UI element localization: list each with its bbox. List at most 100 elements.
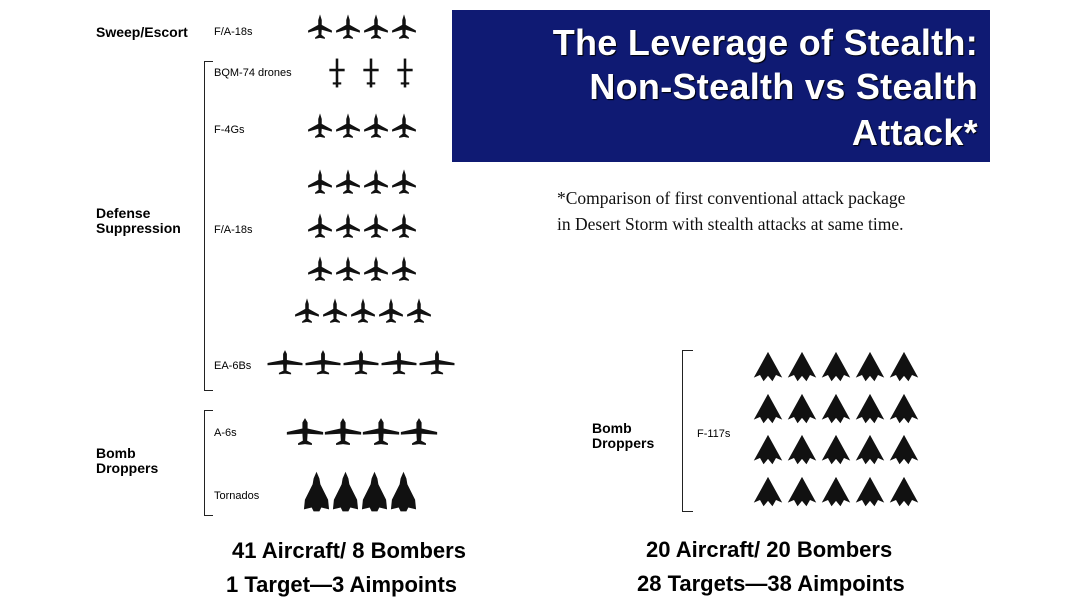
fighter-jet-icon — [390, 162, 418, 202]
title-banner: The Leverage of Stealth: Non-Stealth vs … — [452, 10, 990, 162]
type-label-tornado: Tornados — [214, 490, 260, 502]
title-line-1: The Leverage of Stealth: — [552, 22, 978, 63]
bracket-bomb-droppers-left — [204, 410, 213, 516]
tornado-aircraft-icon — [389, 468, 418, 516]
type-label-ea6b: EA-6Bs — [214, 360, 252, 372]
type-label-f4g: F-4Gs — [214, 124, 245, 136]
f117-stealth-icon — [820, 475, 852, 509]
footnote-line-2: in Desert Storm with stealth attacks at … — [557, 214, 904, 234]
icon-row-fa18-supp-4 — [293, 291, 433, 331]
ea6b-aircraft-icon — [418, 342, 456, 384]
f117-stealth-icon — [786, 350, 818, 384]
icon-grid-f117 — [752, 350, 922, 516]
tornado-aircraft-icon — [360, 468, 389, 516]
f117-stealth-icon — [786, 433, 818, 467]
icon-row-fa18-supp-3 — [306, 249, 418, 289]
fighter-jet-icon — [306, 106, 334, 146]
group-label-sweep-escort: Sweep/Escort — [96, 24, 188, 40]
drone-icon — [320, 56, 354, 90]
summary-right-line-1: 20 Aircraft/ 20 Bombers — [646, 537, 893, 562]
icon-row-fa18-supp-1 — [306, 162, 418, 202]
a6-aircraft-icon — [324, 412, 362, 452]
tornado-aircraft-icon — [302, 468, 331, 516]
f117-stealth-icon — [786, 392, 818, 426]
f117-stealth-icon — [854, 392, 886, 426]
ea6b-aircraft-icon — [266, 342, 304, 384]
bracket-defense-suppression — [204, 61, 213, 391]
summary-right-line-2: 28 Targets—38 Aimpoints — [637, 571, 905, 596]
f117-stealth-icon — [752, 475, 784, 509]
group-label-bomb-line-2: Droppers — [96, 460, 159, 476]
icon-row-f4g — [306, 106, 418, 146]
summary-left-line-2: 1 Target—3 Aimpoints — [226, 572, 458, 597]
f117-stealth-icon — [752, 433, 784, 467]
fighter-jet-icon — [306, 162, 334, 202]
stealth-group-label-line-2: Droppers — [592, 435, 655, 451]
f117-stealth-icon — [820, 350, 852, 384]
group-label-defense-line-2: Suppression — [96, 220, 181, 236]
fighter-jet-icon — [334, 206, 362, 246]
type-label-f117: F-117s — [697, 428, 731, 440]
f117-stealth-icon — [888, 433, 920, 467]
fighter-jet-icon — [390, 249, 418, 289]
bracket-bomb-droppers-right — [682, 350, 693, 512]
fighter-jet-icon — [377, 291, 405, 331]
a6-aircraft-icon — [286, 412, 324, 452]
fighter-jet-icon — [334, 162, 362, 202]
drone-icon — [354, 56, 388, 90]
a6-aircraft-icon — [362, 412, 400, 452]
fighter-jet-icon — [334, 106, 362, 146]
group-label-bomb-line-1: Bomb — [96, 445, 136, 461]
f117-stealth-icon — [854, 433, 886, 467]
fighter-jet-icon — [390, 8, 418, 46]
ea6b-aircraft-icon — [304, 342, 342, 384]
fighter-jet-icon — [306, 8, 334, 46]
title-line-3: Attack* — [851, 112, 978, 153]
type-label-fa18-sweep: F/A-18s — [214, 26, 253, 38]
f117-stealth-icon — [786, 475, 818, 509]
fighter-jet-icon — [334, 8, 362, 46]
fighter-jet-icon — [362, 206, 390, 246]
f117-stealth-icon — [820, 433, 852, 467]
fighter-jet-icon — [362, 8, 390, 46]
icon-row-fa18-sweep — [306, 8, 418, 48]
fighter-jet-icon — [362, 106, 390, 146]
footnote-line-1: *Comparison of first conventional attack… — [557, 188, 906, 208]
summary-left-line-1: 41 Aircraft/ 8 Bombers — [232, 538, 466, 563]
fighter-jet-icon — [306, 206, 334, 246]
type-label-fa18-suppression: F/A-18s — [214, 224, 253, 236]
type-label-bqm74: BQM-74 drones — [214, 67, 292, 79]
f117-stealth-icon — [854, 350, 886, 384]
icon-row-ea6b — [266, 342, 456, 382]
type-label-a6: A-6s — [214, 427, 237, 439]
fighter-jet-icon — [362, 162, 390, 202]
f117-stealth-icon — [820, 392, 852, 426]
fighter-jet-icon — [334, 249, 362, 289]
drone-icon — [388, 56, 422, 90]
f117-stealth-icon — [854, 475, 886, 509]
icon-row-fa18-supp-2 — [306, 206, 418, 246]
ea6b-aircraft-icon — [342, 342, 380, 384]
fighter-jet-icon — [306, 249, 334, 289]
fighter-jet-icon — [362, 249, 390, 289]
stealth-group-label-line-1: Bomb — [592, 420, 632, 436]
fighter-jet-icon — [349, 291, 377, 331]
icon-row-a6 — [286, 412, 438, 452]
fighter-jet-icon — [293, 291, 321, 331]
ea6b-aircraft-icon — [380, 342, 418, 384]
a6-aircraft-icon — [400, 412, 438, 452]
tornado-aircraft-icon — [331, 468, 360, 516]
fighter-jet-icon — [321, 291, 349, 331]
f117-stealth-icon — [752, 392, 784, 426]
icon-row-tornado — [302, 468, 418, 508]
fighter-jet-icon — [390, 106, 418, 146]
fighter-jet-icon — [390, 206, 418, 246]
fighter-jet-icon — [405, 291, 433, 331]
icon-row-bqm74 — [320, 56, 422, 96]
group-label-defense-line-1: Defense — [96, 205, 151, 221]
f117-stealth-icon — [752, 350, 784, 384]
f117-stealth-icon — [888, 392, 920, 426]
f117-stealth-icon — [888, 350, 920, 384]
title-line-2: Non-Stealth vs Stealth — [589, 66, 978, 107]
f117-stealth-icon — [888, 475, 920, 509]
